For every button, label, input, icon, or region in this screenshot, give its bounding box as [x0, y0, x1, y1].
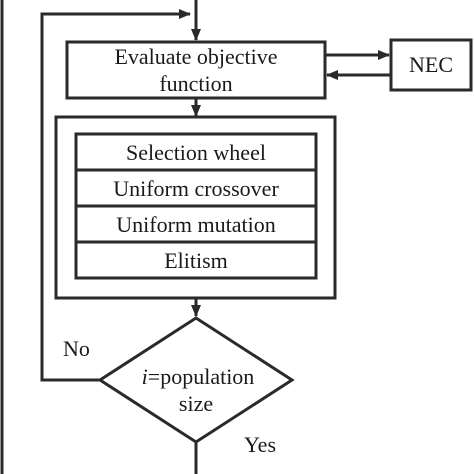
loop-back-edge — [40, 9, 191, 382]
decision-label-line1: i=population — [142, 364, 255, 389]
decision-line1-rest: =population — [148, 364, 255, 389]
yes-label: Yes — [244, 432, 276, 457]
uniform-mutation-box — [74, 204, 318, 244]
evaluate-label-line2: function — [159, 71, 232, 96]
evaluate-objective-box — [65, 40, 327, 100]
uniform-crossover-box — [74, 168, 318, 208]
decision-label-line2: size — [179, 391, 213, 416]
decision-var: i — [142, 364, 148, 389]
no-label: No — [63, 336, 90, 361]
elitism-box — [74, 240, 318, 280]
uniform-mutation-label: Uniform mutation — [116, 212, 275, 237]
nec-box — [389, 38, 473, 92]
evaluate-label-line1: Evaluate objective — [114, 44, 277, 69]
elitism-label: Elitism — [164, 248, 228, 273]
uniform-crossover-label: Uniform crossover — [113, 176, 279, 201]
selection-wheel-label: Selection wheel — [126, 140, 266, 165]
nec-label: NEC — [409, 52, 453, 77]
